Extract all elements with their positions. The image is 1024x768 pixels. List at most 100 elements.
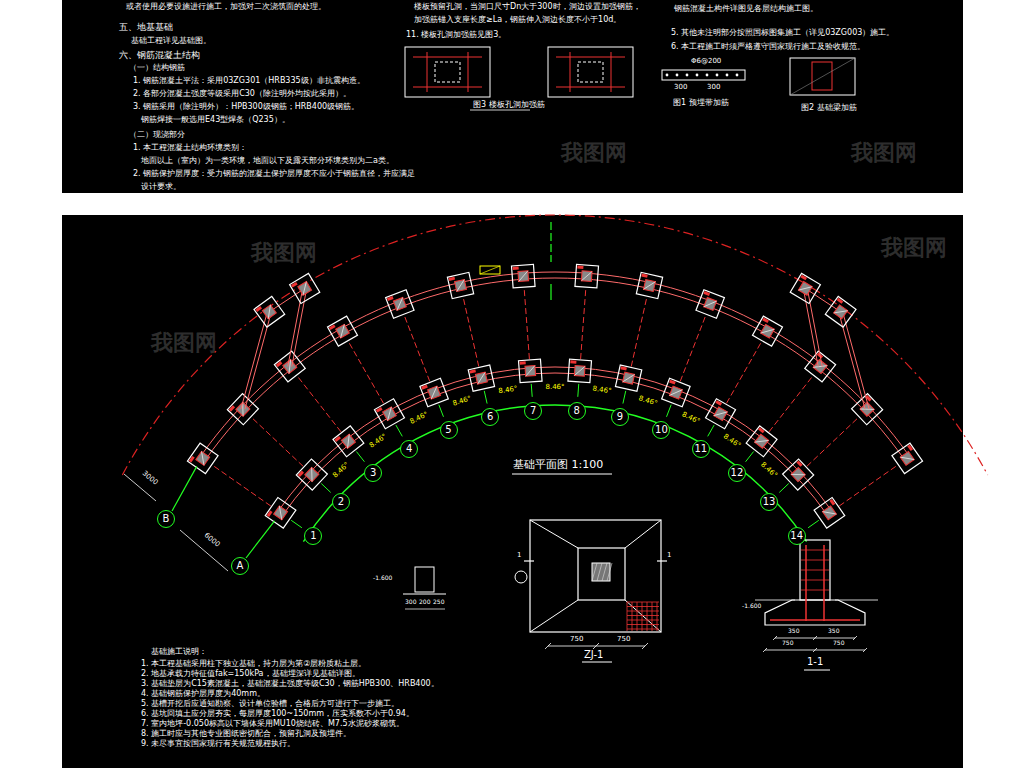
footing-mark — [758, 427, 765, 433]
axis-bubble: 3 — [364, 464, 382, 482]
boundary-arc — [122, 215, 987, 475]
hatch-line — [341, 434, 355, 448]
rebar-grid — [647, 602, 648, 631]
radial-grid-line — [581, 288, 586, 359]
column-footing — [290, 273, 320, 303]
radial-grid-line — [680, 315, 706, 381]
rebar-grid — [627, 620, 659, 621]
column-footing — [790, 273, 820, 303]
ground-line — [835, 600, 878, 601]
rebar — [570, 52, 571, 92]
axis-bubble: 12 — [728, 464, 746, 482]
axis-number: 12 — [731, 468, 744, 478]
rebar-dot — [716, 74, 719, 77]
column-section — [393, 298, 406, 311]
watermark: 我图网 — [150, 330, 218, 355]
dimension-tick — [853, 636, 857, 640]
embedded-strip — [662, 70, 745, 80]
dimension-text: 300 — [404, 599, 417, 606]
footing-mark — [189, 456, 195, 463]
note-text: 设计要求。 — [140, 182, 182, 191]
footing-mark — [376, 407, 383, 413]
opening-outline — [435, 62, 460, 82]
hatch-line — [518, 271, 529, 282]
column-footing — [636, 272, 662, 298]
column-footing — [265, 498, 296, 529]
hatch-line — [236, 402, 250, 416]
column-section — [262, 305, 276, 319]
column-section — [574, 366, 585, 377]
axis-line — [246, 521, 275, 558]
rebar-grid — [627, 615, 659, 616]
slope-line — [530, 600, 578, 632]
note-text: 基础工程详见基础图。 — [130, 36, 212, 45]
footing-mark — [255, 306, 262, 312]
beam-line — [200, 272, 909, 457]
rebar-dot — [696, 74, 699, 77]
dimension-text: 750 — [616, 635, 631, 643]
footing-mark — [387, 296, 394, 301]
radial-grid-line — [463, 297, 479, 366]
footing-mark — [715, 400, 722, 406]
footing-outline — [227, 394, 258, 425]
note-text: 1. 本工程混凝土结构环境类别： — [132, 143, 248, 152]
dimension-tick — [545, 643, 551, 649]
column-section — [755, 434, 769, 448]
column-section — [475, 372, 487, 384]
axis-bubble: B — [157, 510, 175, 528]
note-text: 钢筋混凝土构件详图见各层结构施工图。 — [673, 4, 819, 13]
hatch-line — [480, 266, 500, 274]
footing-outline — [568, 359, 592, 383]
axis-bubble: A — [231, 557, 249, 575]
elevation-text: -1.600 — [372, 575, 393, 582]
hatch-line — [607, 563, 612, 581]
radial-grid-line — [726, 342, 761, 404]
grid-tick — [484, 391, 487, 404]
footing-mark — [641, 274, 648, 278]
note-text: 7. 室内地坪-0.050标高以下墙体采用MU10烧结砖、M7.5水泥砂浆砌筑。 — [140, 719, 405, 728]
column-section — [791, 467, 805, 481]
note-text: 11. 楼板孔洞加强筋见图3。 — [405, 30, 507, 39]
footing-outline — [636, 272, 662, 298]
slope-line — [530, 520, 578, 548]
beam-line — [205, 278, 905, 460]
grid-tick — [396, 425, 402, 436]
dimension-tick — [863, 648, 867, 652]
footing-outline — [333, 426, 364, 457]
footing-mark — [570, 360, 576, 363]
footing-mark — [229, 405, 235, 411]
note-text: 1. 本工程基础采用柱下独立基础，持力层为第②层粉质粘土层。 — [140, 659, 367, 668]
column-section — [274, 506, 288, 520]
axis-number: 7 — [530, 406, 536, 416]
footing-outline — [328, 316, 358, 346]
footing-mark — [796, 460, 802, 466]
section-mark — [524, 560, 534, 561]
rebar-dot — [676, 74, 679, 77]
beam-line — [283, 373, 827, 515]
beam-line — [278, 367, 832, 511]
radial-grid-line — [769, 376, 813, 432]
notes-title: 基础施工说明： — [150, 647, 208, 656]
column-footing — [706, 399, 736, 429]
rebar-grid — [627, 624, 659, 625]
radial-grid-line — [839, 465, 897, 506]
hatch-line — [196, 451, 210, 465]
rebar-dot — [736, 74, 739, 77]
footing-mark — [267, 510, 273, 517]
footing-outline — [296, 459, 327, 490]
hatch-line — [900, 451, 914, 465]
rebar — [805, 545, 807, 621]
dimension-text: 300 — [673, 83, 688, 91]
grid-tick — [531, 384, 533, 397]
dimension-tick — [813, 636, 817, 640]
hatch-line — [669, 386, 682, 399]
hatch-line — [274, 506, 288, 520]
drawing-title: 基础平面图 1:100 — [512, 459, 604, 472]
column-section — [822, 506, 836, 520]
figure-title: 图3 楼板孔洞加强筋 — [472, 100, 546, 109]
hatch-line — [525, 366, 536, 377]
hatch-line — [602, 563, 607, 581]
dimension-text: 750 — [832, 640, 845, 647]
footing-mark — [669, 380, 676, 385]
footing-mark — [577, 265, 583, 268]
